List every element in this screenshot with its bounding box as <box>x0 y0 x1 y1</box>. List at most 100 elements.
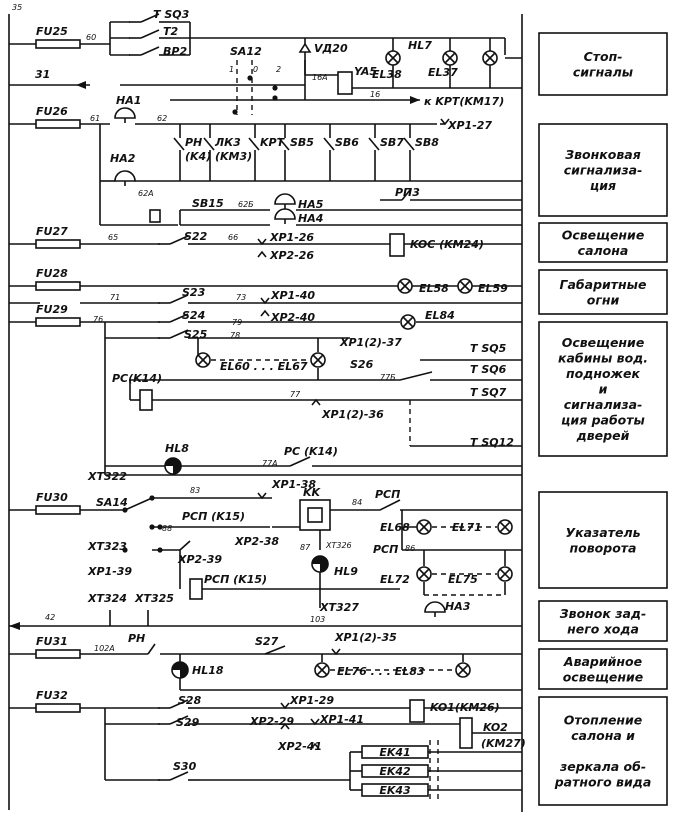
wire-number: 83 <box>190 486 200 495</box>
switch-label: S23 <box>182 286 206 299</box>
connector-symbol <box>257 238 267 246</box>
caption-box <box>538 123 668 217</box>
button-contact <box>323 137 335 151</box>
lamp-cross <box>457 664 469 676</box>
bell-label: HA4 <box>298 212 323 225</box>
switch-label: S27 <box>255 635 279 648</box>
indicator-label: HL8 <box>165 442 189 455</box>
relay-coil <box>459 717 473 749</box>
heater-symbol <box>361 764 429 778</box>
bell-label: HA1 <box>116 94 141 107</box>
door-switch-label: Т SQ12 <box>470 436 514 449</box>
junction-dot <box>232 109 238 115</box>
heater-label: EK42 <box>379 765 411 778</box>
wire-number: 86 <box>405 544 415 553</box>
relay-label: PCП (K15) <box>204 573 267 586</box>
circuit-wires <box>9 21 522 800</box>
switch-blade <box>169 313 189 323</box>
wire <box>264 645 286 655</box>
wire <box>147 643 156 655</box>
button-label: (KM3) <box>215 150 252 163</box>
lamp-label: EL75 <box>448 573 478 586</box>
relay-label: PCП (K15) <box>182 510 245 523</box>
relay-ref: к KPT(KM17) <box>424 95 504 108</box>
switch-blade <box>140 29 160 39</box>
button-contact <box>203 137 215 151</box>
bell-symbol <box>114 170 136 182</box>
relay-label: PC (K14) <box>284 445 338 458</box>
switch-label: S26 <box>350 358 374 371</box>
door-switch-label: Т SQ7 <box>470 386 507 399</box>
connector-label: XT327 <box>319 601 359 614</box>
junction-dot <box>157 524 163 530</box>
button-label: SB6 <box>335 136 359 149</box>
connector-label: XP1(2)-35 <box>334 631 397 644</box>
fuse-symbol <box>35 119 81 129</box>
connector-symbol <box>260 297 270 305</box>
connector-label: XP1-38 <box>271 478 316 491</box>
switch-blade <box>140 13 160 23</box>
relay-label: PC(K14) <box>112 372 162 385</box>
indicator-fill <box>180 662 188 678</box>
wire-number: 79 <box>232 318 242 327</box>
junction-dot <box>122 547 128 553</box>
wire-number: 76 <box>93 315 103 324</box>
lamp-label: EL71 <box>452 521 482 534</box>
wire <box>379 499 401 511</box>
switch-blade <box>169 771 189 781</box>
fuse-symbol <box>35 239 81 249</box>
junction-dot <box>157 547 163 553</box>
heater-label: EK41 <box>379 746 410 759</box>
switch-blade <box>169 699 189 709</box>
relay-label: (KM27) <box>481 737 526 750</box>
caption-line: сигнализа- <box>564 397 643 412</box>
connector-label: XP2-39 <box>177 553 222 566</box>
caption-box <box>538 600 668 642</box>
relay-label: PCП <box>373 543 398 556</box>
fuse-label: FU30 <box>36 491 68 504</box>
wire-number: 77А <box>262 459 278 468</box>
fuse-label: FU28 <box>36 267 68 280</box>
caption-line: и <box>599 382 608 397</box>
connector-symbol <box>257 250 267 258</box>
connector-label: XP1(2)-36 <box>321 408 384 421</box>
fuse-symbol <box>35 39 81 49</box>
switch-label: T2 <box>163 25 179 38</box>
connector-label: XP1-39 <box>87 565 132 578</box>
caption-box <box>538 269 668 315</box>
wire-number: 77 <box>290 390 301 399</box>
junction-dot <box>272 85 278 91</box>
wire-number: 71 <box>110 293 120 302</box>
arrow <box>9 622 20 630</box>
switch-label: Т SQ3 <box>153 8 190 21</box>
connector-label: XP1-29 <box>289 694 334 707</box>
lamp-cross <box>402 316 414 328</box>
caption-box <box>538 222 668 263</box>
caption-box <box>538 696 668 806</box>
wire-number: 88 <box>162 524 172 533</box>
bell-label: HA2 <box>110 152 136 165</box>
junction-dot <box>247 75 253 81</box>
caption-line: огни <box>587 292 620 307</box>
wire-number: 42 <box>45 613 55 622</box>
indicator-fill <box>320 556 328 572</box>
wire-number: 78 <box>230 331 240 340</box>
switch-label: SB15 <box>192 197 224 210</box>
indicator-label: HL9 <box>334 565 358 578</box>
caption-box <box>538 491 668 589</box>
button-contact <box>248 137 260 151</box>
button-contact <box>278 137 290 151</box>
caption-line: салона <box>578 243 629 258</box>
lamp-label: EL37 <box>428 66 458 79</box>
caption-line: Указатель <box>565 525 640 540</box>
wire-number: 84 <box>352 498 362 507</box>
caption-line: подножек <box>566 366 640 381</box>
switch-blade <box>169 294 189 304</box>
lamp-cross <box>312 354 324 366</box>
button-label: SB8 <box>415 136 439 149</box>
wire-number: 62 <box>157 114 167 123</box>
connector-label: XT325 <box>134 592 174 605</box>
power-rails <box>8 14 523 812</box>
switch-label: SA12 <box>230 45 262 58</box>
